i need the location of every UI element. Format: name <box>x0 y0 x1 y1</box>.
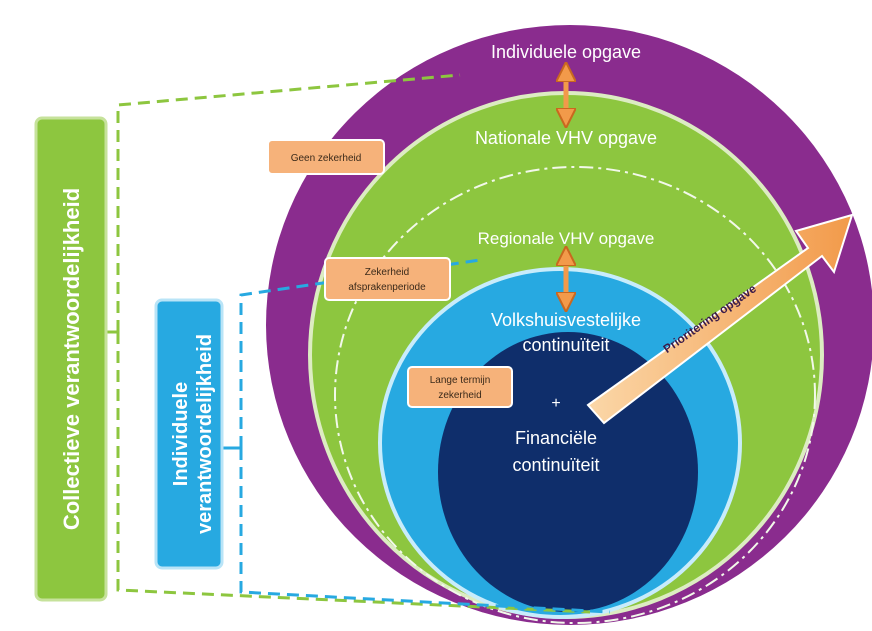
collective-dashed-connector <box>116 73 591 614</box>
housing-label-line2: continuïteit <box>522 335 609 355</box>
tag-agreement-line1: Zekerheid <box>365 267 409 278</box>
tag-agreement-period: Zekerheid afsprakenperiode <box>324 257 451 301</box>
individual-responsibility-box: Individuele verantwoordelijkheid <box>154 298 224 570</box>
tag-long-term: Lange termijn zekerheid <box>407 366 513 408</box>
housing-label-line1: Volkshuisvestelijke <box>491 310 641 330</box>
individual-task-label: Individuele opgave <box>491 42 641 62</box>
tag-no-certainty-text: Geen zekerheid <box>291 153 362 164</box>
regional-boundary-ring <box>334 166 816 624</box>
collective-responsibility-label: Collectieve verantwoordelijkheid <box>59 188 84 530</box>
tag-long-term-line1: Lange termijn <box>430 375 491 386</box>
national-task-label: Nationale VHV opgave <box>475 128 657 148</box>
individual-responsibility-line1: Individuele <box>170 382 192 486</box>
tag-long-term-line2: zekerheid <box>438 390 481 401</box>
plus-sign: + <box>551 395 560 412</box>
individual-responsibility-line2: verantwoordelijkheid <box>194 334 216 534</box>
financial-label-line1: Financiële <box>515 428 597 448</box>
regional-task-label: Regionale VHV opgave <box>478 229 655 248</box>
tag-no-certainty: Geen zekerheid <box>267 139 385 175</box>
financial-label-line2: continuïteit <box>512 455 599 475</box>
collective-responsibility-box: Collectieve verantwoordelijkheid <box>34 116 108 602</box>
tag-agreement-line2: afsprakenperiode <box>348 282 426 293</box>
